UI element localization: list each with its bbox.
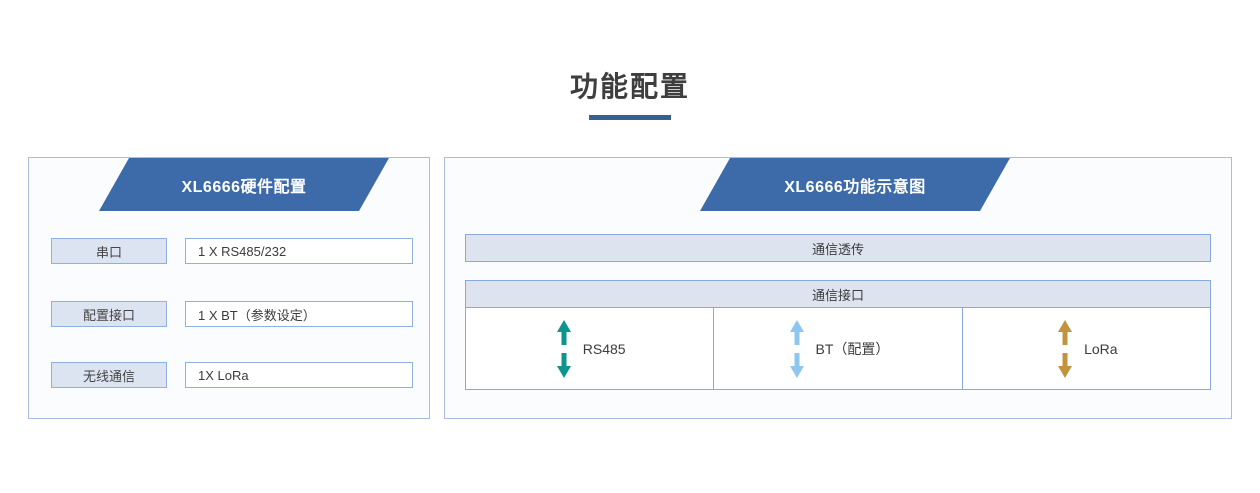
- page-title-block: 功能配置: [0, 68, 1260, 120]
- table-row: 配置接口 1 X BT（参数设定）: [51, 301, 413, 327]
- table-row: 无线通信 1X LoRa: [51, 362, 413, 388]
- row-label: 无线通信: [51, 362, 167, 388]
- interface-label: LoRa: [1084, 340, 1118, 357]
- hardware-config-banner-title: XL6666硬件配置: [181, 178, 307, 196]
- row-value: 1 X BT（参数设定）: [185, 301, 413, 327]
- transparent-transmission-bar: 通信透传: [465, 234, 1211, 262]
- communication-interface-header: 通信接口: [466, 281, 1210, 308]
- page-title: 功能配置: [569, 71, 690, 102]
- interface-cell-rs485: RS485: [466, 308, 715, 389]
- row-value: 1 X RS485/232: [185, 238, 413, 264]
- interface-label: BT（配置）: [815, 340, 890, 357]
- function-diagram-panel: XL6666功能示意图 通信透传 通信接口 RS485: [444, 157, 1232, 419]
- hardware-config-panel: XL6666硬件配置 串口 1 X RS485/232 配置接口 1 X BT（…: [28, 157, 430, 419]
- interface-cell-bt: BT（配置）: [714, 308, 963, 389]
- function-diagram-banner: XL6666功能示意图: [700, 158, 1010, 211]
- interface-label: RS485: [582, 340, 626, 357]
- communication-interface-table: 通信接口 RS485: [465, 280, 1211, 390]
- double-arrow-vertical-icon: [787, 319, 807, 378]
- row-value: 1X LoRa: [185, 362, 413, 388]
- double-arrow-vertical-icon: [1055, 319, 1075, 378]
- communication-interface-cells: RS485 BT（配置）: [466, 308, 1210, 389]
- interface-cell-lora: LoRa: [962, 308, 1210, 389]
- row-label: 串口: [51, 238, 167, 264]
- double-arrow-vertical-icon: [554, 319, 574, 378]
- title-underline: [589, 115, 671, 120]
- row-label: 配置接口: [51, 301, 167, 327]
- function-diagram-banner-title: XL6666功能示意图: [784, 178, 926, 196]
- table-row: 串口 1 X RS485/232: [51, 238, 413, 264]
- hardware-config-banner: XL6666硬件配置: [99, 158, 389, 211]
